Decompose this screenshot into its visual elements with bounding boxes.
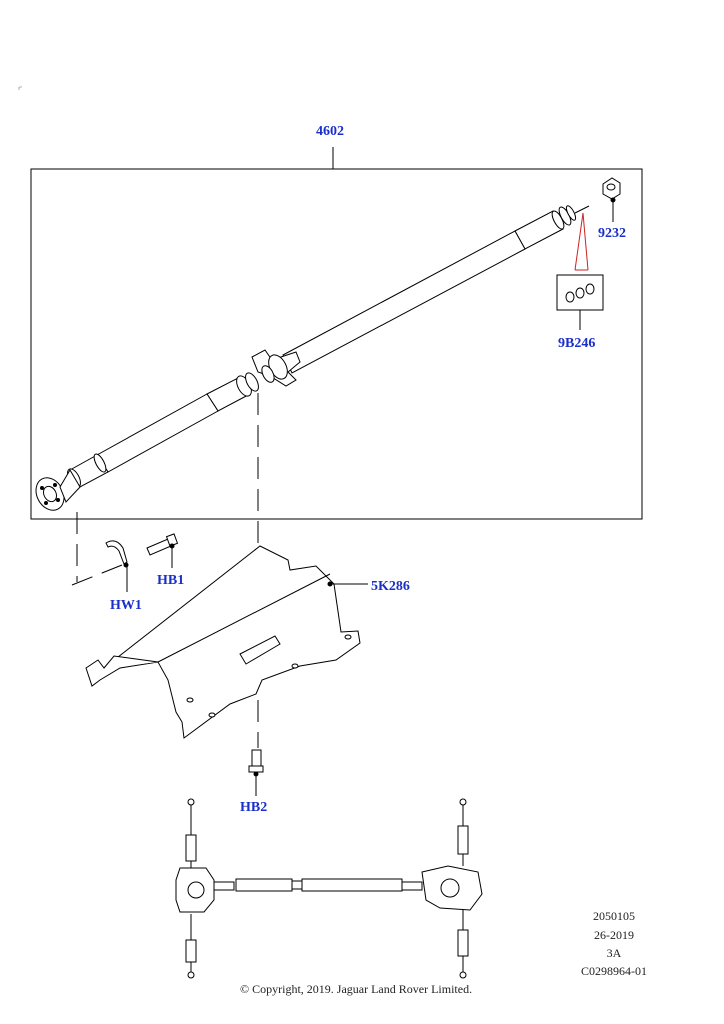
assembly-frame	[30, 147, 643, 520]
callout-4602[interactable]: 4602	[316, 124, 344, 139]
callout-9b246[interactable]: 9B246	[558, 336, 596, 351]
bracket-hw1	[105, 540, 129, 592]
seal-kit-9b246	[556, 212, 604, 330]
drawing-revision: 3A	[606, 946, 622, 960]
drawing-date: 26-2019	[594, 928, 634, 942]
heat-shield-5k286	[85, 545, 368, 739]
alignment-dashes	[71, 393, 259, 748]
nut-9232	[574, 177, 621, 222]
callout-5k286[interactable]: 5K286	[371, 579, 410, 594]
callout-hb2[interactable]: HB2	[240, 800, 268, 815]
bolt-hb2	[248, 749, 264, 796]
driveline-overview	[175, 798, 483, 979]
drawing-number: 2050105	[593, 909, 635, 923]
callout-hw1[interactable]: HW1	[110, 598, 142, 613]
corner-mark	[18, 86, 22, 90]
propeller-shaft	[35, 205, 577, 511]
drawing-reference: C0298964-01	[581, 964, 647, 978]
callout-hb1[interactable]: HB1	[157, 573, 185, 588]
copyright-notice: © Copyright, 2019. Jaguar Land Rover Lim…	[240, 982, 473, 996]
bolt-hb1	[146, 533, 179, 568]
callout-9232[interactable]: 9232	[598, 226, 626, 241]
